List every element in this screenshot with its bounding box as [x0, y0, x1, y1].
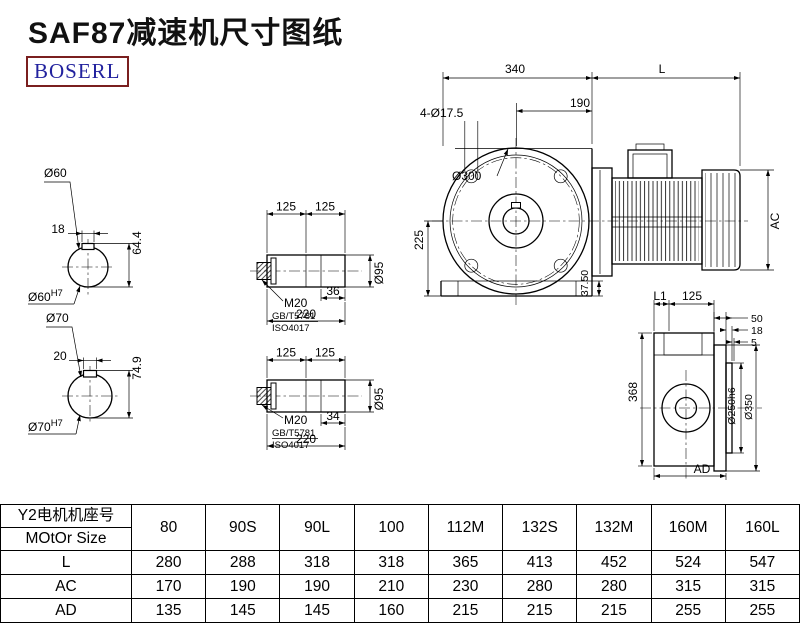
- label-shaft1-std2: ISO4017: [272, 323, 310, 334]
- size-col-header: 132S: [502, 504, 578, 551]
- brand-logo: BOSERL: [26, 56, 129, 87]
- dim-shaft1-end-len: 36: [326, 284, 340, 298]
- label-shaft2-bore: Ø70H7: [28, 418, 63, 434]
- label-shaft2-thread: M20: [284, 413, 308, 427]
- table-cell: 160: [353, 598, 429, 623]
- table-cell: 280: [502, 574, 578, 599]
- table-cell: 145: [279, 598, 355, 623]
- table-cell: 318: [279, 550, 355, 575]
- dim-shaft2-end-len: 34: [326, 409, 340, 423]
- table-cell: 547: [724, 550, 800, 575]
- label-shaft1-std1: GB/T5781: [272, 311, 315, 322]
- size-col-header: 160L: [724, 504, 800, 551]
- dim-d5: 5: [751, 337, 757, 349]
- size-col-header: 132M: [576, 504, 652, 551]
- dim-shaft1-len2: 125: [315, 200, 335, 214]
- dim-shaft2-len2: 125: [315, 346, 335, 360]
- row-label-AC: AC: [0, 574, 132, 599]
- dim-depth-ad: AD: [694, 462, 711, 476]
- label-flange-dia: Ø300: [452, 169, 482, 183]
- gearbox-front-view: 340 L 190 4-Ø17.5 Ø300 225 37.50: [412, 62, 748, 305]
- table-cell: 215: [427, 598, 504, 623]
- table-cell: 413: [502, 550, 578, 575]
- table-cell: 255: [650, 598, 726, 623]
- table-cell: 145: [205, 598, 281, 623]
- table-cell: 255: [724, 598, 800, 623]
- row-label-L: L: [0, 550, 132, 575]
- motor: AC: [591, 143, 782, 277]
- dim-keyway-height-1: 64.4: [130, 231, 144, 255]
- dim-center-height: 225: [412, 230, 426, 250]
- size-col-header: 80: [130, 504, 207, 551]
- dim-shaft1-dia: Ø95: [372, 261, 386, 284]
- shaft2-end-view: 20 74.9 Ø70 Ø70H7: [28, 311, 144, 435]
- table-header-line1: Y2电机机座号: [1, 505, 131, 528]
- dim-flange-dia-side: Ø350: [743, 394, 755, 420]
- table-cell: 315: [724, 574, 800, 599]
- motor-size-table: Y2电机机座号 MOtOr Size 80 90S 90L 100 112M 1…: [0, 504, 800, 623]
- table-cell: 215: [502, 598, 578, 623]
- table-header-motor-size: Y2电机机座号 MOtOr Size: [0, 504, 132, 551]
- dim-keyway-width-1: 18: [51, 222, 65, 236]
- dim-l1: L1: [653, 289, 667, 303]
- table-row: AC 170 190 190 210 230 280 280 315 315: [0, 574, 800, 599]
- dim-housing-width: 340: [505, 62, 525, 76]
- table-cell: 230: [427, 574, 504, 599]
- dim-d18: 18: [751, 325, 763, 337]
- label-shaft1-bore: Ø60H7: [28, 288, 63, 304]
- table-row: Y2电机机座号 MOtOr Size 80 90S 90L 100 112M 1…: [0, 504, 800, 551]
- dim-shaft2-dia: Ø95: [372, 387, 386, 410]
- page-title: SAF87减速机尺寸图纸: [28, 17, 344, 50]
- brand-logo-text: BOSERL: [34, 59, 121, 83]
- label-shaft2-std1: GB/T5781: [272, 428, 315, 439]
- dim-spigot-dia: Ø250h6: [726, 387, 738, 425]
- table-cell: 318: [353, 550, 429, 575]
- dim-d50: 50: [751, 313, 763, 325]
- dim-keyway-height-2: 74.9: [130, 356, 144, 380]
- table-row: AD 135 145 145 160 215 215 215 255 255: [0, 598, 800, 623]
- gearbox-side-view: L1 125 50 18 5 368 Ø250h6 Ø350: [626, 289, 763, 480]
- table-cell: 170: [130, 574, 207, 599]
- dimension-drawing: 18 64.4 Ø60 Ø60H7 20 74.9 Ø70 Ø70H7: [28, 62, 782, 480]
- shaft1-side-view: 125 125 M20 GB/T5781 ISO4017 36 220 Ø95: [250, 200, 386, 334]
- dim-shaft1-total-len: 220: [296, 307, 316, 321]
- size-col-header: 90S: [205, 504, 281, 551]
- size-col-header: 90L: [279, 504, 355, 551]
- dim-shaft2-total-len: 220: [296, 432, 316, 446]
- shaft1-end-view: 18 64.4 Ø60 Ø60H7: [28, 166, 144, 305]
- table-cell: 452: [576, 550, 652, 575]
- size-col-header: 100: [353, 504, 429, 551]
- dim-shaft2-len1: 125: [276, 346, 296, 360]
- table-cell: 524: [650, 550, 726, 575]
- dim-side-height: 368: [626, 382, 640, 402]
- dim-keyway-width-2: 20: [53, 349, 67, 363]
- dim-flange-offset: 125: [682, 289, 702, 303]
- label-shaft1-thread: M20: [284, 296, 308, 310]
- label-shaft1-diameter: Ø60: [44, 166, 67, 180]
- table-cell: 280: [130, 550, 207, 575]
- row-label-AD: AD: [0, 598, 132, 623]
- dim-offset-190: 190: [570, 96, 590, 110]
- table-row: L 280 288 318 318 365 413 452 524 547: [0, 550, 800, 575]
- size-col-header: 112M: [427, 504, 504, 551]
- size-col-header: 160M: [650, 504, 726, 551]
- table-cell: 210: [353, 574, 429, 599]
- table-cell: 190: [279, 574, 355, 599]
- table-cell: 135: [130, 598, 207, 623]
- table-cell: 280: [576, 574, 652, 599]
- table-cell: 315: [650, 574, 726, 599]
- table-cell: 215: [576, 598, 652, 623]
- table-cell: 288: [205, 550, 281, 575]
- dim-shaft1-len1: 125: [276, 200, 296, 214]
- dim-motor-length: L: [659, 62, 666, 76]
- label-shaft2-diameter: Ø70: [46, 311, 69, 325]
- shaft2-side-view: 125 125 M20 GB/T5781 ISO4017 34 220 Ø95: [250, 346, 386, 451]
- table-cell: 190: [205, 574, 281, 599]
- dim-motor-height: AC: [768, 212, 782, 229]
- table-cell: 365: [427, 550, 504, 575]
- label-bolt-holes: 4-Ø17.5: [420, 106, 464, 120]
- table-header-line2: MOtOr Size: [25, 530, 107, 547]
- dim-foot-height: 37.50: [579, 270, 591, 296]
